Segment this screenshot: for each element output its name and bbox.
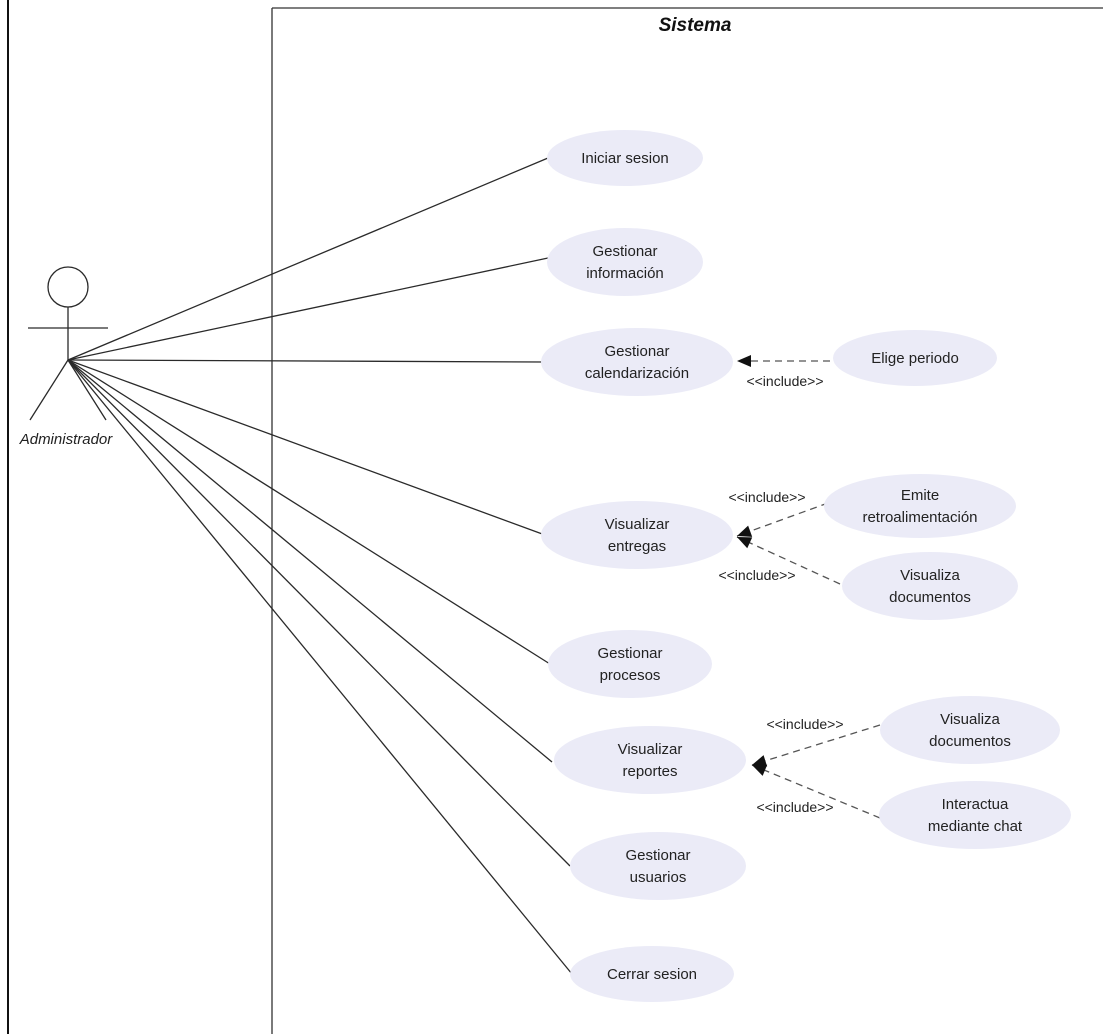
use-case-label: Gestionar — [592, 243, 657, 260]
use-case-ellipse — [570, 946, 734, 1002]
use-case-ellipse — [541, 328, 733, 396]
use-case-gestionar-usuarios: Gestionar usuarios — [570, 832, 746, 900]
include-line-visualiza-documentos-1 — [736, 536, 841, 585]
association-line-cerrar-sesion — [67, 359, 573, 975]
use-case-label: Iniciar sesion — [581, 150, 669, 167]
use-case-label: Visualiza — [900, 567, 960, 584]
system-boundary — [271, 7, 1103, 1034]
use-case-label: usuarios — [630, 869, 687, 886]
use-case-label: Gestionar — [597, 645, 662, 662]
include-arrowhead-icon — [737, 537, 753, 549]
use-case-label: Visualizar — [618, 741, 683, 758]
use-cases: Iniciar sesionGestionarinformaciónGestio… — [541, 130, 1071, 1002]
association-line-visualizar-reportes — [67, 359, 553, 763]
use-case-label: calendarización — [585, 365, 689, 382]
use-case-ellipse — [824, 474, 1016, 538]
use-case-ellipse — [880, 696, 1060, 764]
relationships: <<include>> <<include>> <<include>> <<inclu… — [67, 157, 881, 975]
use-case-gestionar-procesos: Gestionar procesos — [548, 630, 712, 698]
use-case-label: Gestionar — [625, 847, 690, 864]
actor-label: Administrador — [19, 431, 114, 448]
actor-administrador: Administrador — [19, 266, 114, 448]
use-case-elige-periodo: Elige periodo — [833, 330, 997, 386]
use-case-ellipse — [547, 130, 703, 186]
use-case-visualiza-documentos-2: Visualiza documentos — [880, 696, 1060, 764]
use-case-iniciar-sesion: Iniciar sesion — [547, 130, 703, 186]
use-case-label: Elige periodo — [871, 350, 959, 367]
include-arrowhead-icon — [752, 764, 768, 776]
system-title: Sistema — [659, 15, 732, 36]
use-case-label: mediante chat — [928, 818, 1023, 835]
use-case-label: documentos — [929, 733, 1011, 750]
association-line-gestionar-informacion — [67, 257, 549, 361]
use-case-ellipse — [570, 832, 746, 900]
use-case-label: Visualiza — [940, 711, 1000, 728]
use-case-gestionar-calendarizacion: Gestionar calendarización — [541, 328, 733, 396]
actor-left-leg — [29, 359, 69, 421]
use-case-ellipse — [541, 501, 733, 569]
association-line-gestionar-calendarizacion — [67, 359, 545, 363]
actor-right-leg — [67, 359, 107, 421]
use-case-label: reportes — [622, 763, 677, 780]
use-case-cerrar-sesion: Cerrar sesion — [570, 946, 734, 1002]
use-case-ellipse — [548, 630, 712, 698]
use-case-interactua-chat: Interactua mediante chat — [879, 781, 1071, 849]
use-case-ellipse — [547, 228, 703, 296]
use-case-label: Cerrar sesion — [607, 966, 697, 983]
use-case-ellipse — [833, 330, 997, 386]
include-label: <<include>> — [746, 373, 823, 389]
use-case-label: procesos — [600, 667, 661, 684]
use-case-label: información — [586, 265, 664, 282]
include-line-visualiza-documentos-2 — [751, 724, 881, 766]
include-arrowhead-icon — [737, 525, 753, 537]
include-arrowhead-icon — [752, 755, 768, 767]
use-case-gestionar-informacion: Gestionar información — [547, 228, 703, 296]
use-case-ellipse — [842, 552, 1018, 620]
include-arrowhead-icon — [737, 355, 751, 367]
use-case-label: documentos — [889, 589, 971, 606]
actor-head — [47, 266, 89, 308]
use-case-visualiza-documentos-1: Visualiza documentos — [842, 552, 1018, 620]
include-label: <<include>> — [766, 716, 843, 732]
include-label: <<include>> — [728, 489, 805, 505]
use-case-label: entregas — [608, 538, 666, 555]
use-case-label: Visualizar — [605, 516, 670, 533]
use-case-label: retroalimentación — [862, 509, 977, 526]
use-case-label: Gestionar — [604, 343, 669, 360]
use-case-ellipse — [879, 781, 1071, 849]
include-line-emite-retroalimentacion — [736, 502, 829, 537]
use-case-ellipse — [554, 726, 746, 794]
association-line-visualizar-entregas — [67, 359, 546, 536]
use-case-visualizar-entregas: Visualizar entregas — [541, 501, 733, 569]
use-case-label: Emite — [901, 487, 939, 504]
include-label: <<include>> — [718, 567, 795, 583]
association-line-gestionar-usuarios — [67, 359, 571, 867]
association-line-iniciar-sesion — [67, 157, 549, 361]
use-case-emite-retroalimentacion: Emite retroalimentación — [824, 474, 1016, 538]
use-case-label: Interactua — [942, 796, 1009, 813]
use-case-visualizar-reportes: Visualizar reportes — [554, 726, 746, 794]
association-line-gestionar-procesos — [67, 359, 551, 665]
include-label: <<include>> — [756, 799, 833, 815]
